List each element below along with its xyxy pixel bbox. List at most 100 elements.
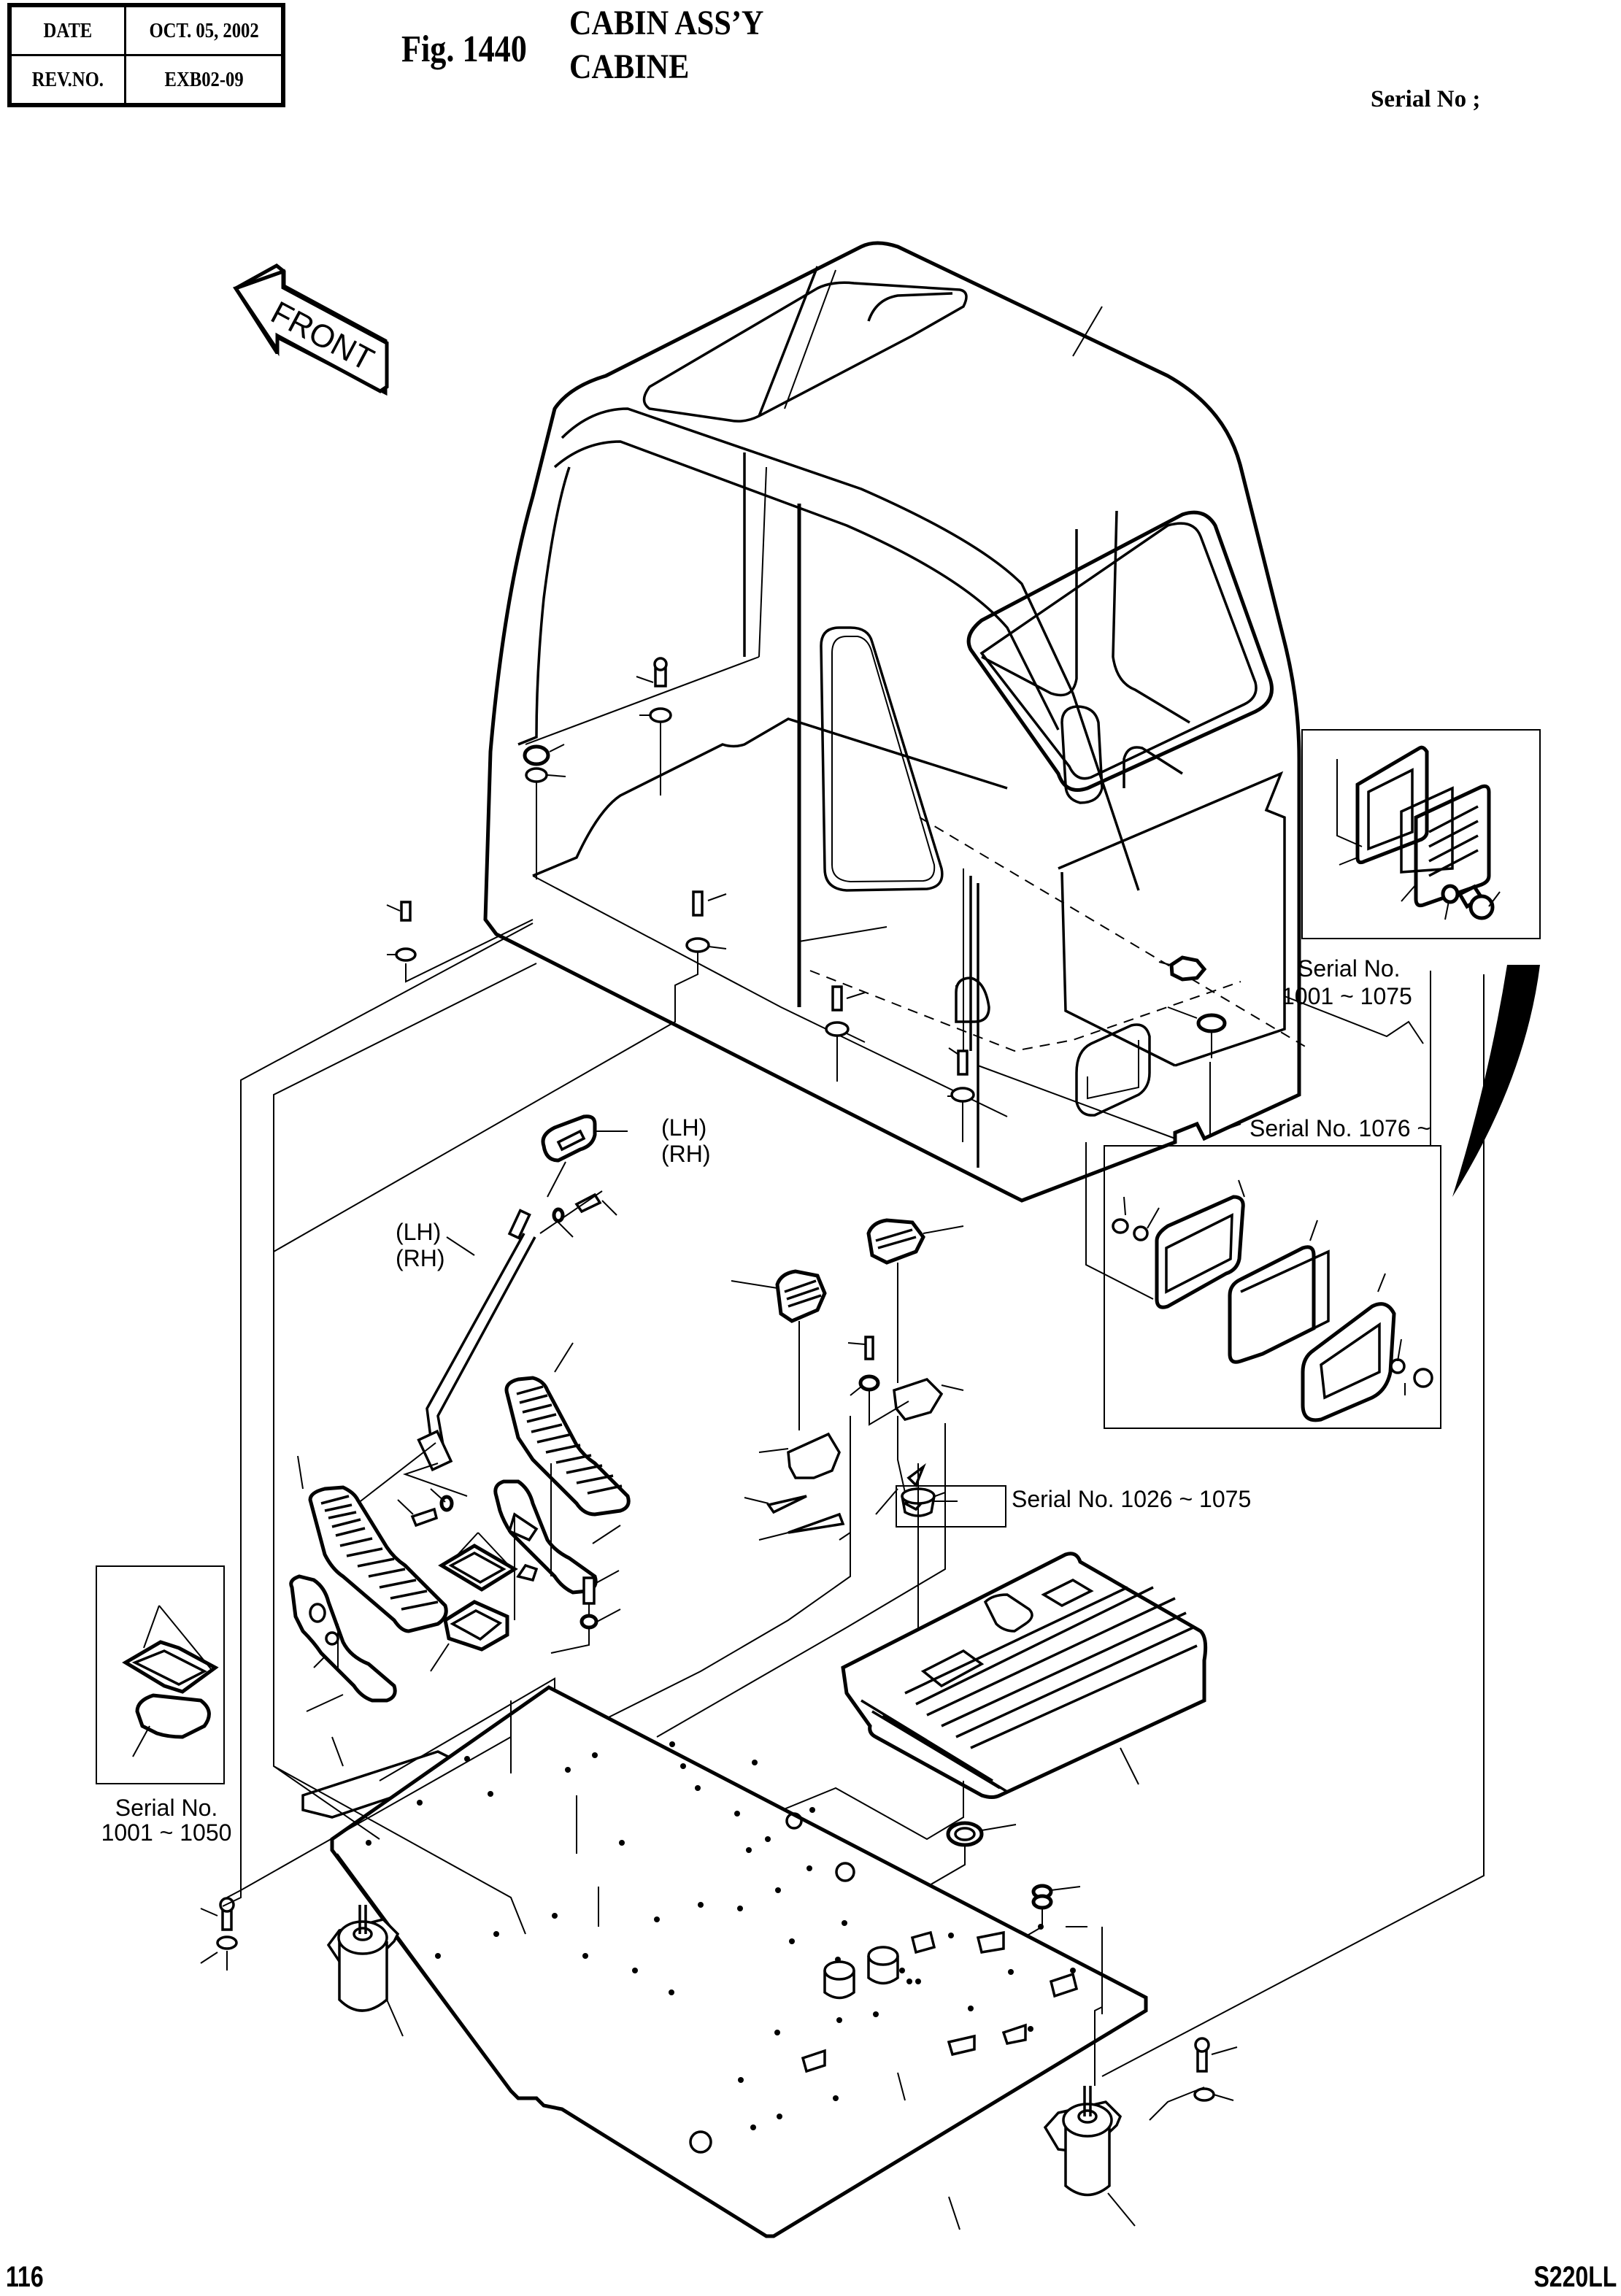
cabin-frame-stroke bbox=[920, 817, 1306, 1047]
mount-damper-right-stroke bbox=[1195, 2038, 1209, 2052]
floor-plate-stroke bbox=[1051, 1974, 1077, 1996]
floor-plate-holes-stroke bbox=[552, 1913, 558, 1919]
mount-damper-left-stroke bbox=[360, 1905, 366, 1934]
floor-plate-stroke bbox=[803, 2051, 825, 2071]
washer-icon bbox=[826, 1022, 848, 1036]
lever-knobs-stroke bbox=[777, 1271, 825, 1321]
washer-icon bbox=[650, 709, 671, 722]
vent-assy-late-stroke bbox=[1166, 1215, 1232, 1292]
assembly-leader-lines-stroke bbox=[274, 1766, 525, 1934]
console-cover-stroke bbox=[861, 1587, 1197, 1792]
travel-pedal-left-stroke bbox=[321, 1496, 438, 1609]
gasket-serial-label: Serial No. 1001 ~ 1050 bbox=[93, 1795, 239, 1845]
cabin-frame-stroke bbox=[533, 876, 1007, 1117]
floor-plate-holes-stroke bbox=[873, 2011, 879, 2017]
bolt-icon bbox=[655, 658, 666, 686]
floor-plate-holes-stroke bbox=[906, 1979, 912, 1984]
travel-pedal-right-stroke bbox=[517, 1387, 622, 1493]
grommet-stroke bbox=[955, 1828, 974, 1840]
mount-damper-left-stroke bbox=[201, 1737, 511, 2036]
floor-plate-holes-stroke bbox=[565, 1767, 571, 1773]
vent-assy-late bbox=[1086, 1142, 1441, 1428]
floor-plate-holes-stroke bbox=[695, 1785, 701, 1791]
vent-early-serial-line1: Serial No. bbox=[1298, 955, 1401, 982]
mount-damper-left-stroke bbox=[339, 1941, 387, 2011]
floor-plate-holes-stroke bbox=[1028, 2026, 1033, 2032]
door-handle-side-label: (LH) (RH) bbox=[661, 1114, 711, 1167]
bracket-icon bbox=[894, 1379, 942, 1419]
cabin-fasteners-stroke bbox=[536, 744, 566, 879]
cabin-frame bbox=[485, 243, 1306, 1201]
bolt-icon bbox=[577, 1195, 600, 1211]
cabin-frame-stroke bbox=[518, 467, 569, 744]
bracket-icon bbox=[788, 1434, 839, 1478]
travel-lever-stroke bbox=[358, 1443, 467, 1503]
cabin-frame-stroke bbox=[1077, 1025, 1150, 1115]
gasket-kit bbox=[96, 1566, 224, 1784]
assembly-leader-lines-stroke bbox=[1102, 974, 1484, 2076]
cabin-frame-stroke bbox=[1058, 774, 1285, 1066]
floor-plate-holes-stroke bbox=[737, 1906, 743, 1911]
cabin-frame-stroke bbox=[1087, 1040, 1139, 1098]
cabin-frame-stroke bbox=[644, 282, 967, 421]
console-cover-stroke bbox=[843, 1554, 1206, 1798]
floor-plate-holes-stroke bbox=[915, 1979, 921, 1984]
grommet-stroke bbox=[948, 1823, 982, 1845]
lever-side-label: (LH) (RH) bbox=[396, 1219, 445, 1271]
door-handle-stroke bbox=[543, 1117, 595, 1160]
vent-assy-early-stroke bbox=[1302, 730, 1540, 939]
travel-lever bbox=[358, 1191, 617, 1525]
assembly-leader-lines-stroke bbox=[223, 923, 533, 1906]
washer-icon bbox=[217, 1937, 236, 1949]
mount-damper-right-stroke bbox=[1066, 2127, 1109, 2195]
vent-assy-early-stroke bbox=[1358, 747, 1427, 862]
cabin-fasteners-stroke bbox=[947, 1048, 963, 1142]
date-row: DATE OCT. 05, 2002 bbox=[9, 4, 283, 56]
floor-plate-holes-stroke bbox=[435, 1953, 441, 1959]
floor-plate-holes-stroke bbox=[582, 1953, 588, 1959]
floor-mat-stroke bbox=[453, 1611, 500, 1639]
revision-info-table: DATE OCT. 05, 2002 REV.NO. EXB02-09 bbox=[7, 3, 285, 107]
console-cover-stroke bbox=[985, 1595, 1032, 1631]
travel-pedal-left-stroke bbox=[298, 1456, 343, 1711]
figure-number: Fig. 1440 bbox=[401, 28, 527, 70]
console-cover-stroke bbox=[923, 1651, 982, 1686]
floor-mat-stroke bbox=[431, 1533, 511, 1671]
figure-title-english: CABIN ASS’Y bbox=[569, 4, 764, 42]
lever-knobs-stroke bbox=[785, 1281, 821, 1306]
bolt-icon-stroke bbox=[655, 658, 666, 670]
page-number: 116 bbox=[6, 2261, 44, 2293]
vent-assy-early-stroke bbox=[1337, 759, 1500, 920]
bolt-icon bbox=[1113, 1220, 1128, 1233]
floor-plate-holes-stroke bbox=[777, 2114, 782, 2119]
date-value: OCT. 05, 2002 bbox=[136, 4, 273, 56]
floor-mat-stroke bbox=[445, 1602, 507, 1649]
cabin-frame-stroke bbox=[799, 927, 887, 1007]
gasket-kit-stroke bbox=[135, 1651, 204, 1684]
plug-assy-stroke bbox=[918, 1463, 958, 1642]
floor-plate-holes-stroke bbox=[968, 2006, 974, 2011]
floor-plate-holes-stroke bbox=[746, 1847, 752, 1853]
cabin-fasteners-stroke bbox=[1159, 962, 1212, 1058]
washer-icon bbox=[860, 1376, 878, 1390]
floor-plate-holes-stroke bbox=[738, 2077, 744, 2083]
lever-rh-label: (RH) bbox=[396, 1245, 445, 1271]
cabin-frame-stroke bbox=[1073, 307, 1102, 356]
vent-assy-late-stroke bbox=[1241, 1252, 1328, 1354]
floor-plate-holes-stroke bbox=[680, 1763, 686, 1769]
lever-knobs-stroke bbox=[769, 1496, 806, 1512]
washer-icon bbox=[526, 768, 547, 782]
cabin-frame-stroke bbox=[969, 512, 1271, 790]
washer-icon bbox=[1198, 1015, 1225, 1031]
cabin-frame-stroke bbox=[956, 985, 971, 1022]
vent-late-serial-label: Serial No. 1076 ~ bbox=[1250, 1115, 1431, 1141]
floor-mat-stroke bbox=[451, 1553, 504, 1582]
door-handle-stroke bbox=[547, 1131, 628, 1197]
assembly-leader-lines bbox=[223, 923, 1484, 2230]
washer-icon bbox=[687, 939, 709, 952]
cabin-frame-stroke bbox=[525, 657, 759, 744]
front-arrow-icon: FRONT bbox=[236, 266, 387, 393]
cabin-fasteners-stroke bbox=[675, 894, 726, 1007]
washer-icon bbox=[582, 1616, 596, 1627]
cabin-frame-stroke bbox=[1062, 706, 1102, 803]
